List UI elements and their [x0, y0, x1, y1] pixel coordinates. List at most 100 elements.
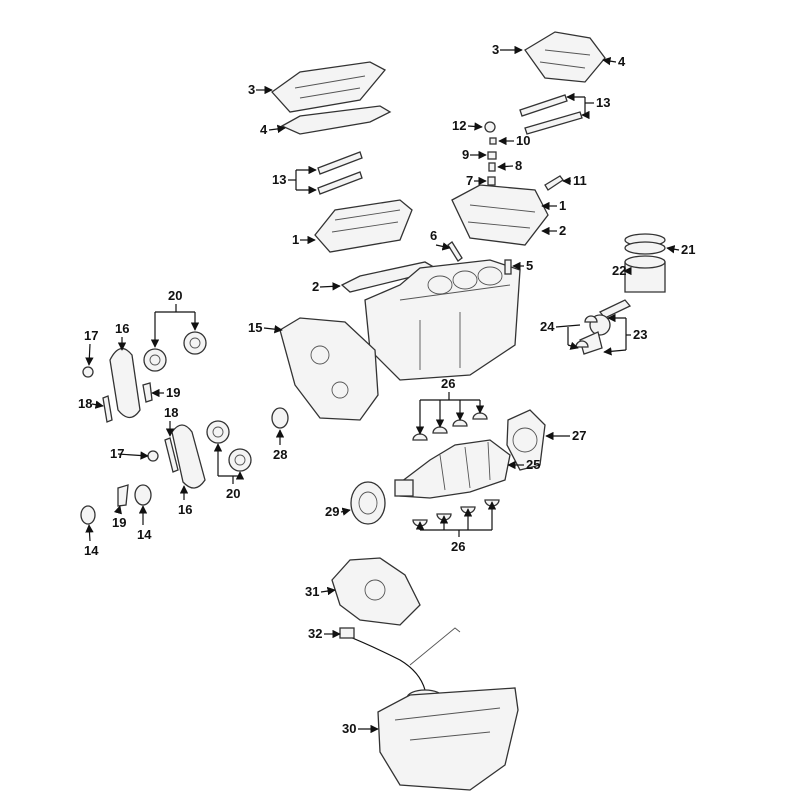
callout-number: 5: [526, 258, 533, 273]
leader-line: [113, 505, 122, 515]
callout-27: 27: [545, 428, 586, 443]
valve-cover-right: [524, 31, 606, 83]
dowel-pin: [504, 259, 512, 275]
engine-block: [364, 259, 521, 381]
callout-20: 20: [213, 443, 245, 501]
callout-number: 24: [540, 319, 555, 334]
callout-number: 11: [573, 173, 587, 188]
callout-number: 25: [526, 457, 540, 472]
leader-line: [263, 324, 283, 334]
leader-line: [319, 282, 341, 291]
chain-guide-upper: [102, 395, 113, 423]
camshafts-left: [317, 151, 363, 195]
callout-25: 25: [507, 457, 540, 472]
oil-pan: [377, 687, 519, 791]
piston: [624, 255, 666, 293]
callout-20: 20: [150, 288, 200, 348]
leader-line: [85, 524, 94, 542]
valve: [487, 176, 496, 186]
callout-29: 29: [325, 504, 351, 519]
chain-guide-small: [117, 484, 129, 507]
leader-line: [467, 122, 483, 131]
callout-number: 16: [115, 321, 129, 336]
callout-number: 1: [559, 198, 566, 213]
callout-number: 27: [572, 428, 586, 443]
chain-tensioner-arm-upper: [142, 382, 153, 403]
callout-number: 14: [84, 543, 99, 558]
valve-cover-left: [271, 61, 387, 113]
crank-sprocket-1: [134, 484, 152, 506]
timing-chain-lower: [171, 424, 206, 489]
callout-26: 26: [415, 376, 485, 435]
callout-number: 3: [492, 42, 499, 57]
callout-number: 12: [452, 118, 466, 133]
callout-number: 23: [633, 327, 647, 342]
callout-number: 14: [137, 527, 152, 542]
callout-7: 7: [466, 173, 487, 188]
valve-cover-gasket-left: [280, 105, 392, 135]
timing-chain-upper: [109, 348, 141, 419]
callout-number: 6: [430, 228, 437, 243]
leader-line: [268, 124, 286, 134]
leader-line: [435, 242, 451, 251]
oil-pump: [331, 557, 421, 626]
callout-number: 20: [168, 288, 182, 303]
callout-number: 17: [84, 328, 98, 343]
callout-19: 19: [151, 385, 180, 400]
main-bearings-upper: [412, 412, 488, 441]
callout-number: 22: [612, 263, 626, 278]
callout-30: 30: [342, 721, 379, 736]
callout-10: 10: [498, 133, 530, 148]
leader-line: [91, 400, 104, 409]
callout-number: 26: [441, 376, 455, 391]
valve-keeper: [488, 162, 496, 172]
cam-sprocket-lower-1: [206, 420, 230, 444]
callout-22: 22: [612, 263, 632, 278]
callout-number: 15: [248, 320, 262, 335]
callout-32: 32: [308, 626, 341, 641]
callout-number: 2: [312, 279, 319, 294]
callout-31: 31: [305, 584, 336, 599]
chain-guide-lower: [164, 437, 179, 473]
callout-number: 30: [342, 721, 356, 736]
callout-18: 18: [164, 405, 178, 437]
callout-number: 20: [226, 486, 240, 501]
leader-line: [666, 245, 680, 254]
leader-line: [567, 341, 579, 350]
leader-line: [555, 324, 581, 328]
callout-6: 6: [430, 228, 451, 251]
callout-14: 14: [137, 505, 152, 542]
callout-number: 32: [308, 626, 322, 641]
callout-3: 3: [248, 82, 273, 97]
callout-number: 16: [178, 502, 192, 517]
callout-28: 28: [273, 429, 287, 462]
crank-sprocket-2: [80, 505, 96, 525]
callout-number: 4: [260, 122, 268, 137]
rod-bearings: [575, 315, 598, 348]
callout-number: 26: [451, 539, 465, 554]
rocker-arm: [544, 175, 564, 191]
callout-number: 19: [112, 515, 126, 530]
callout-number: 2: [559, 223, 566, 238]
callout-23: 23: [603, 313, 647, 356]
leader-line: [320, 586, 336, 596]
cam-sprocket-upper-2: [183, 331, 207, 355]
crankshaft: [394, 439, 511, 499]
callout-24: 24: [540, 319, 581, 350]
callout-17: 17: [84, 328, 98, 366]
leader-line: [603, 347, 627, 356]
callout-3: 3: [492, 42, 523, 57]
valve-lifter: [489, 137, 497, 145]
callout-18: 18: [78, 396, 104, 411]
callout-17: 17: [110, 446, 149, 461]
callout-2: 2: [312, 279, 341, 294]
callout-15: 15: [248, 320, 283, 335]
callout-19: 19: [112, 505, 126, 530]
leader-line: [85, 343, 94, 366]
callout-4: 4: [602, 54, 626, 69]
piston-rings: [624, 233, 666, 255]
head-bolt: [447, 241, 463, 262]
crankshaft-damper: [350, 481, 386, 525]
callout-number: 7: [466, 173, 473, 188]
